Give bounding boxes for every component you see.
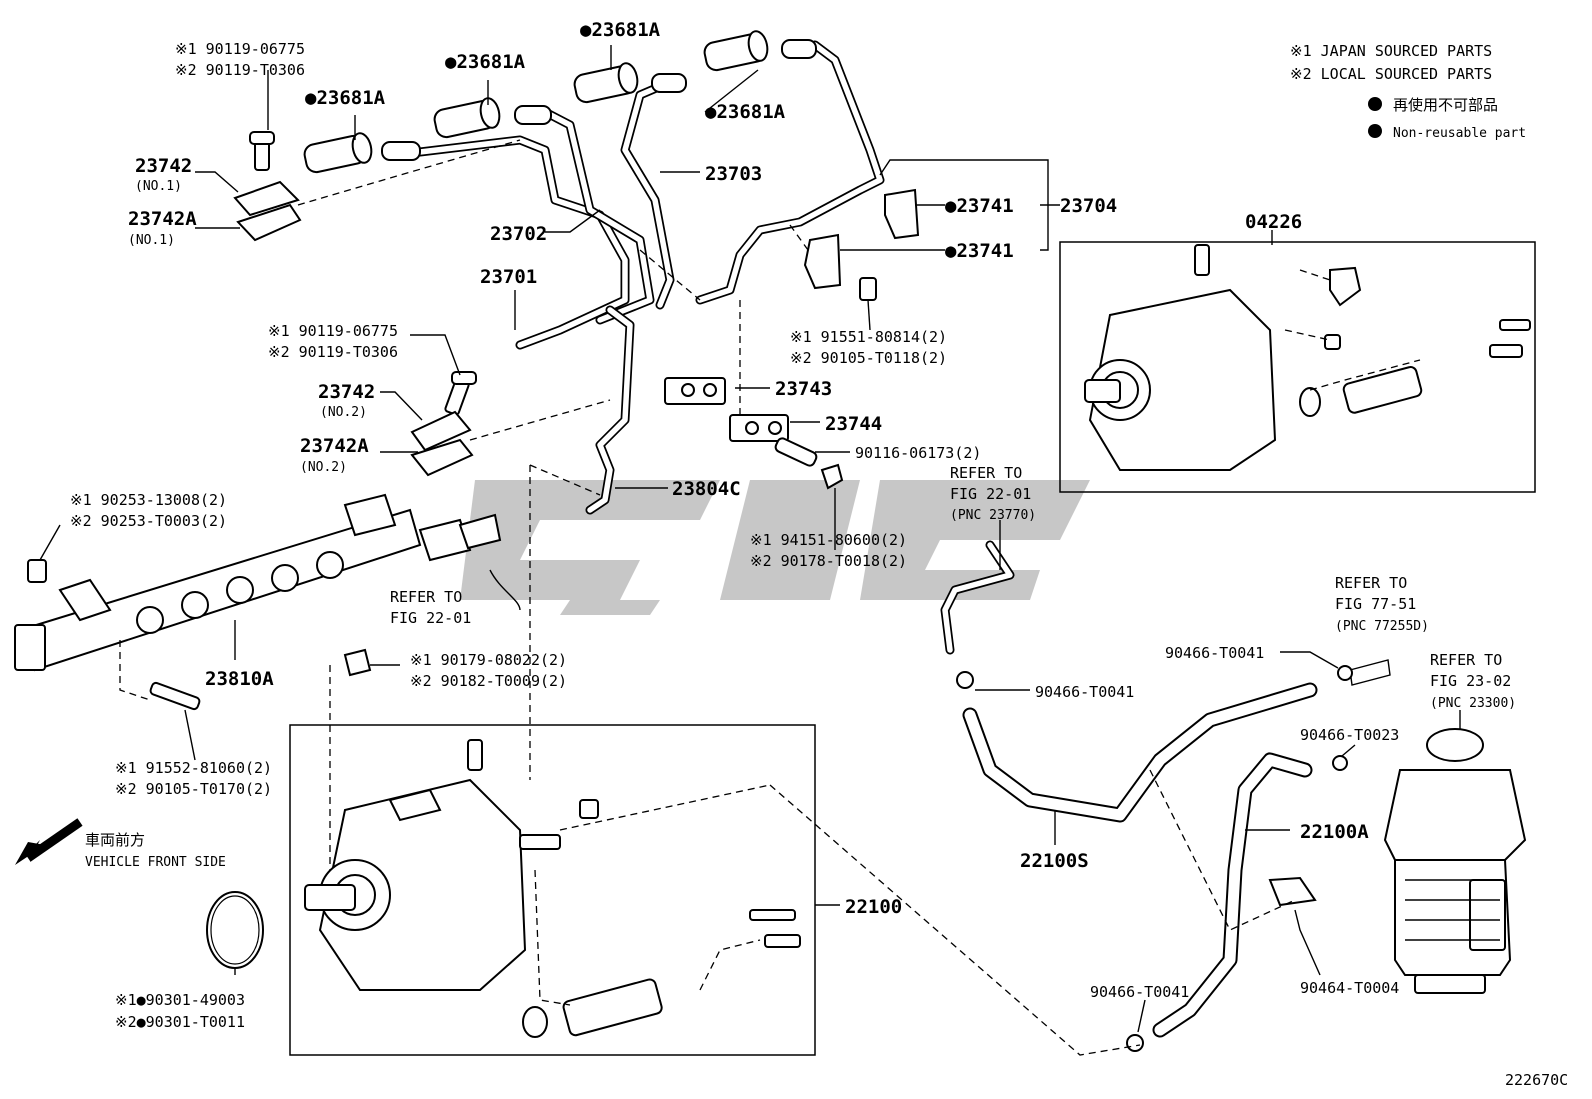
legend-local: ※2 LOCAL SOURCED PARTS: [1290, 65, 1492, 83]
label-23742a-no2-sub: (NO.2): [300, 460, 347, 475]
label-refer-2201b-a: REFER TO: [950, 464, 1022, 482]
leader-lines: [39, 45, 1461, 1033]
label-23744: 23744: [825, 413, 882, 435]
label-refer-2302-c: (PNC 23300): [1430, 696, 1516, 711]
label-nut2-a: ※1 90179-08022(2): [410, 651, 567, 669]
label-clamp2: 90466-T0041: [1035, 683, 1134, 701]
sleeve-23681a-2: [433, 97, 552, 139]
label-23742a-no2: 23742A: [300, 435, 369, 457]
label-front-jp: 車両前方: [85, 831, 145, 849]
label-22100a: 22100A: [1300, 821, 1369, 843]
legend-nonreuse-jp: 再使用不可部品: [1393, 96, 1498, 114]
label-plug-a: ※1 90253-13008(2): [70, 491, 227, 509]
label-refer-7751-a: REFER TO: [1335, 574, 1407, 592]
fuel-filter-23300: [1383, 728, 1527, 994]
label-refer-7751-b: FIG 77-51: [1335, 595, 1416, 613]
legend: ※1 JAPAN SOURCED PARTS ※2 LOCAL SOURCED …: [1290, 42, 1526, 141]
label-nut-b: ※2 90178-T0018(2): [750, 552, 907, 570]
label-22100s: 22100S: [1020, 850, 1089, 872]
clamp-23742-no2: [410, 371, 611, 477]
label-refer-2201-a: REFER TO: [390, 588, 462, 606]
bracket-23741: [789, 188, 920, 301]
legend-japan: ※1 JAPAN SOURCED PARTS: [1290, 42, 1492, 60]
watermark-logo: [460, 480, 1090, 615]
nut-icon: [343, 648, 372, 677]
label-23704: 23704: [1060, 195, 1117, 217]
label-bolt1-b: ※2 90119-T0306: [175, 61, 305, 79]
label-bolt3-b: ※2 90105-T0118(2): [790, 349, 947, 367]
return-pipe-23770: [940, 540, 1015, 655]
label-nut-a: ※1 94151-80600(2): [750, 531, 907, 549]
label-23701: 23701: [480, 266, 537, 288]
pipe-clamps: [664, 300, 844, 490]
label-bolt4-b: ※2 90105-T0170(2): [115, 780, 272, 798]
label-23742a-no1-sub: (NO.1): [128, 233, 175, 248]
plug-icon: [27, 559, 47, 583]
label-bolt4-a: ※1 91552-81060(2): [115, 759, 272, 777]
label-nut2-b: ※2 90182-T0009(2): [410, 672, 567, 690]
label-plug-b: ※2 90253-T0003(2): [70, 512, 227, 530]
label-bolt2-b: ※2 90119-T0306: [268, 343, 398, 361]
label-bolt2-a: ※1 90119-06775: [268, 322, 398, 340]
label-clamp3: 90466-T0023: [1300, 726, 1399, 744]
dashed-leaders: [329, 249, 1141, 1056]
label-clamp4: 90466-T0041: [1090, 983, 1189, 1001]
label-23681a-1: ●23681A: [305, 87, 386, 109]
label-bolt1-a: ※1 90119-06775: [175, 40, 305, 58]
label-23742-no1-sub: (NO.1): [135, 179, 182, 194]
sleeve-parts: [303, 30, 817, 174]
label-23810a: 23810A: [205, 668, 274, 690]
label-23741-1: ●23741: [945, 195, 1014, 217]
clamp-23742-no1: [233, 131, 521, 242]
label-bolt3-a: ※1 91551-80814(2): [790, 328, 947, 346]
front-arrow-icon: [15, 818, 83, 865]
label-04226: 04226: [1245, 211, 1302, 233]
nonreusable-dot-icon: [1368, 124, 1382, 138]
label-90464: 90464-T0004: [1300, 979, 1399, 997]
label-23742-no2: 23742: [318, 381, 375, 403]
label-refer-2201b-c: (PNC 23770): [950, 508, 1036, 523]
oring-icon: [206, 891, 264, 969]
sleeve-23681a-4: [703, 30, 817, 72]
part-labels: ※1 90119-06775 ※2 90119-T0306 ●23681A ●2…: [70, 19, 1568, 1089]
label-refer-2201-b: FIG 22-01: [390, 609, 471, 627]
label-23804c: 23804C: [672, 478, 741, 500]
label-oring-b: ※2●90301-T0011: [115, 1013, 245, 1031]
label-23742-no2-sub: (NO.2): [320, 405, 367, 420]
common-rail-23810a: [14, 493, 521, 711]
label-23743: 23743: [775, 378, 832, 400]
nonreusable-dot-icon: [1368, 97, 1382, 111]
label-clamp1: 90466-T0041: [1165, 644, 1264, 662]
label-23742a-no1: 23742A: [128, 208, 197, 230]
label-23681a-3: ●23681A: [580, 19, 661, 41]
label-22100: 22100: [845, 896, 902, 918]
label-23741-2: ●23741: [945, 240, 1014, 262]
injection-pipes: [415, 40, 885, 515]
label-oring-a: ※1●90301-49003: [115, 991, 245, 1009]
label-refer-2302-b: FIG 23-02: [1430, 672, 1511, 690]
label-23742-no1: 23742: [135, 155, 192, 177]
label-23681a-2: ●23681A: [445, 51, 526, 73]
label-23681a-4: ●23681A: [705, 101, 786, 123]
label-23703: 23703: [705, 163, 762, 185]
legend-nonreuse-en: Non-reusable part: [1393, 126, 1526, 141]
bolt-icon: [859, 277, 877, 301]
label-refer-2302-a: REFER TO: [1430, 651, 1502, 669]
sleeve-23681a-3: [573, 62, 687, 104]
label-refer-7751-c: (PNC 77255D): [1335, 619, 1429, 634]
label-90116: 90116-06173(2): [855, 444, 981, 462]
label-refer-2201b-b: FIG 22-01: [950, 485, 1031, 503]
sleeve-23681a-1: [303, 132, 421, 174]
figure-number: 222670C: [1505, 1071, 1568, 1089]
label-front-en: VEHICLE FRONT SIDE: [85, 855, 226, 870]
label-23702: 23702: [490, 223, 547, 245]
supply-pump-22100-box: [289, 724, 816, 1056]
supply-pump-04226-box: [1059, 241, 1536, 493]
